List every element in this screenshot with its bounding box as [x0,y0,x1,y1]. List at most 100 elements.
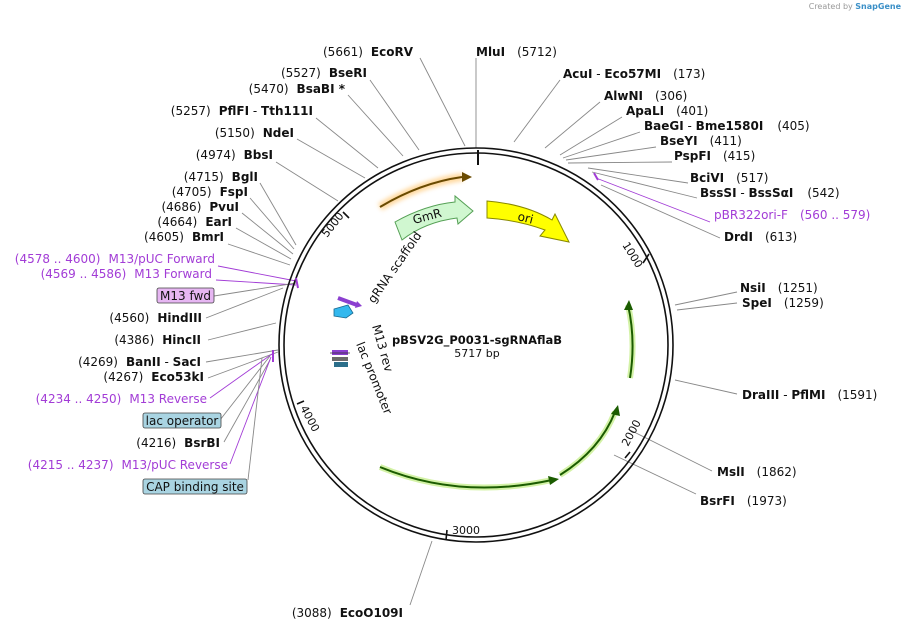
site-name: BsrBI [184,436,220,450]
primer-pos: (4215 .. 4237) [28,458,114,472]
left-labels: (5661)EcoRV (5527)BseRI (5470)BsaBI * (5… [15,45,414,495]
site-name2: Bme1580I [696,119,764,133]
site-name: PvuI [209,200,239,214]
primer-name: M13/pUC Forward [108,252,215,266]
site-alwni: AlwNI(306) [604,89,687,103]
primer-pos: (560 .. 579) [800,208,870,222]
site-name: HincII [162,333,201,347]
site-pos: (4269) [78,355,118,369]
ori-label: ori [516,209,535,226]
site-pos: (542) [807,186,839,200]
site-pos: (1251) [778,281,818,295]
site-bmri: (4605) BmrI [144,230,224,244]
forward-arc-head [462,172,472,182]
green-arc-lower-head [611,405,620,416]
feature-box-lac-operator-label: lac operator [146,414,219,428]
site-name2: Eco57MI [604,67,661,81]
primer-pbr322ori-f: pBR322ori-F (560 .. 579) [714,208,870,222]
site-sep: - [737,186,749,200]
site-ndei: (5150)NdeI [215,126,294,140]
site-name: DrdI [724,230,753,244]
site-pos: (4216) [136,436,176,450]
site-name: MslI [717,465,745,479]
site-pos: (1259) [784,296,824,310]
site-name: AcuI [563,67,592,81]
site-bsssi: BssSI - BssSαI (542) [700,186,840,200]
feature-box-lac-operator [142,412,222,429]
site-name: Eco53kI [151,370,204,384]
site-pos: (4705) [172,185,212,199]
site-pos: (5470) [249,82,289,96]
site-baegi: BaeGI - Bme1580I(405) [644,119,810,133]
site-name: EarI [205,215,232,229]
site-msli: MslI(1862) [717,465,797,479]
site-bbsi: (4974)BbsI [196,148,273,162]
gmr-feature [394,194,474,241]
lac-promoter-feature [334,362,348,367]
lac-operator-feature [332,357,348,361]
site-spei: SpeI(1259) [742,296,824,310]
site-pos: (4386) [114,333,154,347]
site-name2: BssSαI [749,186,794,200]
credit-brand: SnapGene [855,2,901,11]
site-name: BanII [126,355,161,369]
site-bseri: (5527)BseRI [281,66,367,80]
forward-arc [379,176,463,208]
tick-label-5000: 5000 [319,210,346,240]
site-hincii: (4386) HincII [114,333,201,347]
primer-name: M13/pUC Reverse [122,458,229,472]
right-labels: MluI(5712) AcuI - Eco57MI(173) AlwNI(306… [476,45,877,508]
primer-marker-fwd [295,277,299,289]
snapgene-credit: Created by SnapGene [809,2,901,11]
site-bgli: (4715)BglI [184,170,258,184]
site-name: BsrFI [700,494,735,508]
ori-feature [486,200,570,243]
site-pos: (4267) [103,370,143,384]
site-name2: PflMI [791,388,825,402]
green-arc-bottom-head [548,476,559,485]
site-pos: (5257) [171,104,211,118]
site-name: BmrI [192,230,224,244]
primer-pos: (4578 .. 4600) [15,252,101,266]
primer-name: pBR322ori-F [714,208,788,222]
site-name: EcoRV [371,45,414,59]
primer-pos: (4234 .. 4250) [36,392,122,406]
site-pos: (173) [673,67,705,81]
site-pos: (4974) [196,148,236,162]
plasmid-length: 5717 bp [454,347,499,360]
primer-pos: (4569 .. 4586) [41,267,127,281]
site-pos: (5527) [281,66,321,80]
primer-m13-forward: (4569 .. 4586)M13 Forward [41,267,212,281]
plasmid-name: pBSV2G_P0031-sgRNAflaB [392,333,562,348]
feature-box-cap-binding-site-label: CAP binding site [146,480,244,494]
site-hindiii: (4560)HindIII [109,311,202,325]
site-pspfi: PspFI(415) [674,149,755,163]
site-fspi: (4705) FspI [172,185,248,199]
primer-m13-puc-forward: (4578 .. 4600) M13/pUC Forward [15,252,215,266]
feature-box-cap-binding-site [142,478,248,495]
green-arc-right-head [624,300,633,310]
site-pos: (4605) [144,230,184,244]
site-sep: - [684,119,696,133]
site-banii: (4269)BanII - SacI [78,355,201,369]
site-sep: - [592,67,604,81]
site-ecoo109i: (3088)EcoO109I [292,606,403,620]
m13-rev-feature [332,350,348,355]
site-name: BssSI [700,186,737,200]
site-pos: (306) [655,89,687,103]
site-name: FspI [220,185,248,199]
site-pos: (4560) [109,311,149,325]
site-bcivi: BciVI(517) [690,171,768,185]
site-bsrbi: (4216) BsrBI [136,436,220,450]
site-pos: (411) [710,134,742,148]
site-name: PspFI [674,149,711,163]
site-pos: (613) [765,230,797,244]
site-pos: (401) [676,104,708,118]
site-pos: (5150) [215,126,255,140]
connector-lines [205,57,738,606]
primer-m13-puc-reverse: (4215 .. 4237) M13/pUC Reverse [28,458,228,472]
feature-box-m13-fwd-label: M13 fwd [160,289,211,303]
site-sep: - [249,104,261,118]
green-arc-bottom [379,466,553,489]
